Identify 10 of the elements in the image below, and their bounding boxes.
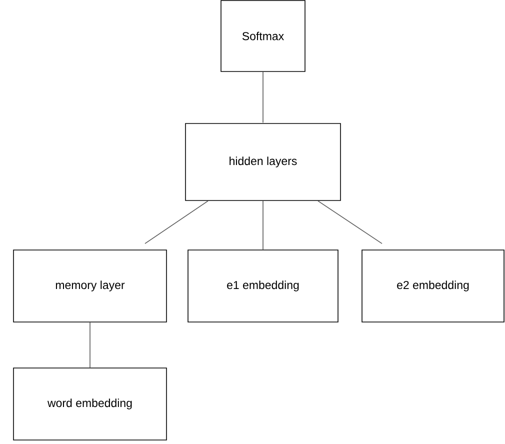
- connector-line: [262, 200, 264, 250]
- process-box: word embedding: [13, 368, 167, 440]
- process-box: e2 embedding: [362, 250, 504, 322]
- process-box: memory layer: [13, 250, 167, 322]
- process-box: e1 embedding: [188, 250, 338, 322]
- process-box: hidden layers: [185, 123, 341, 201]
- connector-line: [144, 200, 208, 244]
- connector-line: [262, 72, 264, 123]
- connector-line: [318, 200, 382, 244]
- process-box: Softmax: [220, 0, 306, 72]
